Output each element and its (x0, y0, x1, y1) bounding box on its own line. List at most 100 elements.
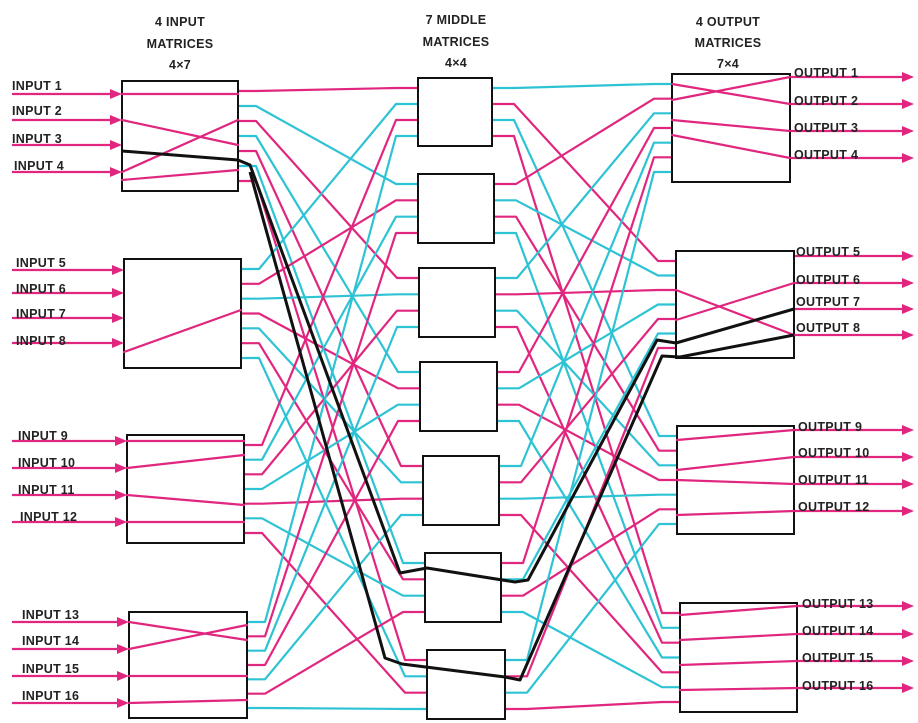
input-header-line2: MATRICES (147, 37, 214, 51)
middle-to-output-link (492, 97, 674, 186)
output-label-5: OUTPUT 5 (796, 245, 860, 259)
crossing-line (678, 686, 799, 692)
input-to-middle-link (236, 104, 420, 186)
middle-matrix-5 (422, 455, 500, 526)
input-to-middle-link (242, 517, 427, 597)
input-arrow-head (115, 490, 127, 500)
middle-header-line2: MATRICES (423, 35, 490, 49)
output-header-line3: 7×4 (717, 57, 739, 71)
input-arrow-head (117, 698, 129, 708)
input-to-middle-link (239, 293, 421, 300)
crossing-line (675, 478, 796, 486)
output-label-6: OUTPUT 6 (796, 273, 860, 287)
middle-to-output-link (493, 112, 674, 280)
input-label-9: INPUT 9 (18, 429, 68, 443)
output-label-12: OUTPUT 12 (798, 500, 869, 514)
input-label-4: INPUT 4 (14, 159, 64, 173)
output-arrow-head (902, 126, 914, 136)
middle-to-output-link (493, 309, 679, 467)
output-label-15: OUTPUT 15 (802, 651, 873, 665)
output-matrix-2 (675, 250, 795, 359)
middle-matrix-7 (426, 649, 506, 720)
crossing-line (678, 632, 799, 642)
output-matrix-4 (679, 602, 798, 713)
output-label-14: OUTPUT 14 (802, 624, 873, 638)
crossing-line (678, 604, 799, 617)
input-to-middle-link (245, 706, 429, 711)
input-arrow-head (115, 436, 127, 446)
output-matrices-header: 4 OUTPUT MATRICES 7×4 (695, 15, 761, 71)
output-arrow-head (902, 601, 914, 611)
input-to-middle-link (236, 149, 425, 468)
middle-to-output-link (499, 610, 682, 689)
crossing-line (120, 118, 240, 147)
middle-to-output-link (490, 82, 674, 90)
middle-matrices-header: 7 MIDDLE MATRICES 4×4 (423, 13, 490, 70)
input-to-middle-link (236, 179, 429, 662)
crossing-line (120, 118, 240, 174)
io-arrows (12, 72, 914, 708)
output-label-4: OUTPUT 4 (794, 148, 858, 162)
middle-to-output-link (495, 403, 679, 482)
middle-to-output-link (503, 700, 682, 711)
input-arrow-head (110, 89, 122, 99)
crossing-line (125, 453, 246, 470)
input-label-1: INPUT 1 (12, 79, 62, 93)
crossing-line (127, 620, 249, 642)
input-to-middle-link (239, 356, 429, 678)
crossing-line (675, 509, 796, 517)
input-label-2: INPUT 2 (12, 104, 62, 118)
middle-matrix-4 (419, 361, 498, 432)
input-to-middle-link (236, 86, 420, 93)
middle-to-output-link (497, 317, 678, 484)
crossing-line (670, 82, 792, 106)
input-to-middle-link (242, 309, 421, 476)
input-arrow-head (110, 167, 122, 177)
middle-to-output-link (492, 231, 682, 629)
output-arrow-head (902, 479, 914, 489)
input-to-middle-link (236, 164, 427, 565)
crossing-line (678, 659, 799, 667)
output-arrow-head (902, 330, 914, 340)
input-to-middle-link (245, 419, 422, 667)
input-to-middle-link (245, 610, 427, 695)
middle-matrix-3 (418, 267, 496, 338)
middle-to-output-link (503, 346, 678, 678)
input-to-middle-link (242, 215, 420, 461)
output-arrow-head (902, 506, 914, 516)
input-to-middle-link (239, 102, 420, 271)
middle-to-output-link (499, 156, 674, 565)
middle-to-output-link (493, 325, 682, 644)
middle-to-output-link (497, 513, 682, 674)
output-arrow-head (902, 153, 914, 163)
input-to-middle-link (239, 312, 422, 390)
middle-to-output-link (490, 102, 678, 263)
crossing-line (670, 75, 792, 102)
input-arrow-head (117, 617, 129, 627)
output-arrow-head (902, 425, 914, 435)
input-arrow-head (110, 115, 122, 125)
output-matrix-1 (671, 73, 791, 183)
input-label-14: INPUT 14 (22, 634, 79, 648)
input-to-middle-link (242, 403, 422, 491)
output-label-8: OUTPUT 8 (796, 321, 860, 335)
crossing-line (670, 118, 792, 133)
output-arrow-head (902, 72, 914, 82)
middle-matrix-2 (417, 173, 495, 244)
input-to-middle-link (239, 199, 420, 285)
output-label-2: OUTPUT 2 (794, 94, 858, 108)
highlighted-route (121, 149, 795, 682)
crossing-line (674, 281, 796, 322)
input-label-8: INPUT 8 (16, 334, 66, 348)
output-header-line1: 4 OUTPUT (696, 15, 760, 29)
input-label-13: INPUT 13 (22, 608, 79, 622)
middle-to-output-link (490, 134, 682, 615)
middle-to-output-link (495, 126, 674, 374)
middle-to-output-link (503, 170, 674, 662)
middle-matrix-1 (417, 77, 493, 147)
output-label-9: OUTPUT 9 (798, 420, 862, 434)
input-to-middle-link (242, 118, 420, 447)
highlighted-route-a (121, 149, 795, 584)
middle-to-output-link (492, 215, 679, 452)
